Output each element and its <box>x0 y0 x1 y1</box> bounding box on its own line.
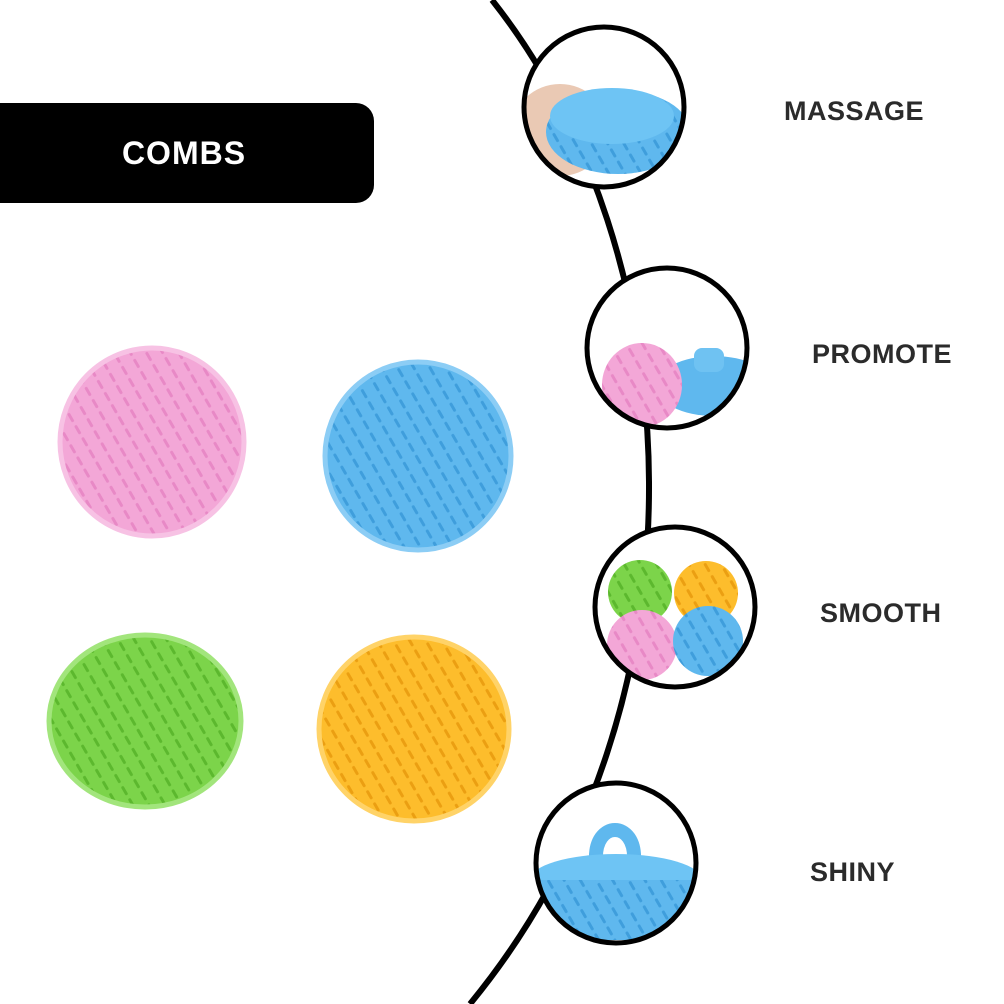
banner-title: COMBS <box>121 134 247 171</box>
shiny-photo <box>533 780 699 946</box>
feature-label-promote: PROMOTE <box>812 339 953 369</box>
smooth-photo <box>592 524 758 690</box>
green-brush <box>46 632 244 810</box>
combs-banner: COMBS <box>0 103 374 203</box>
pink-brush <box>57 345 247 539</box>
promote-photo <box>584 265 750 431</box>
feature-label-massage: MASSAGE <box>784 96 925 126</box>
massage-photo <box>521 24 687 190</box>
yellow-brush <box>316 634 512 824</box>
feature-label-shiny: SHINY <box>810 857 896 887</box>
feature-label-smooth: SMOOTH <box>820 598 942 628</box>
blue-brush <box>322 359 514 553</box>
